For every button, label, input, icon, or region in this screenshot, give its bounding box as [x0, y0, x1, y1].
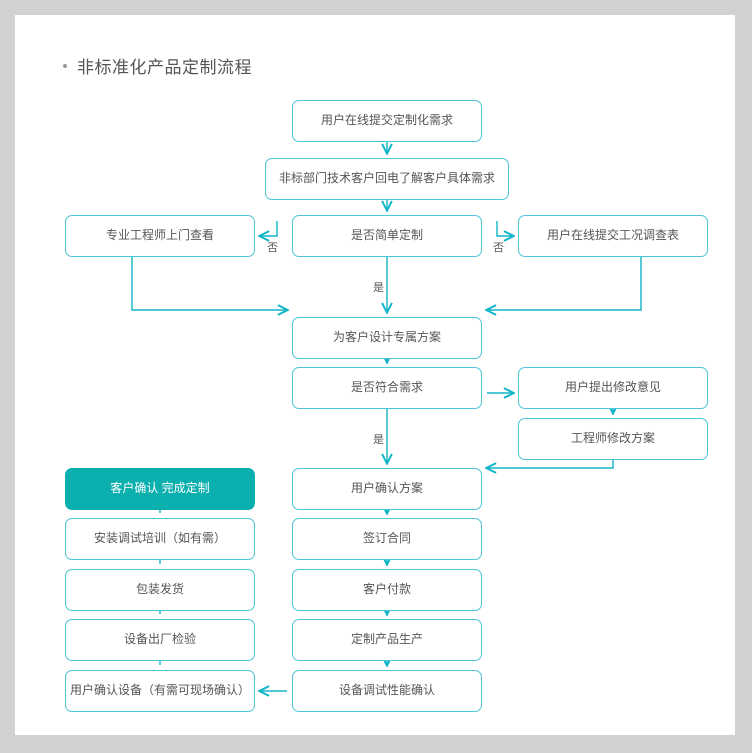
flow-node-n3[interactable]: 专业工程师上门查看: [65, 215, 255, 257]
page-title-text: 非标准化产品定制流程: [77, 58, 252, 77]
flow-node-n17[interactable]: 定制产品生产: [292, 619, 482, 661]
flow-node-n18[interactable]: 用户确认设备（有需可现场确认）: [65, 670, 255, 712]
edge-n4-n3: [260, 221, 278, 236]
flow-node-n13[interactable]: 签订合同: [292, 518, 482, 560]
flow-node-n8[interactable]: 用户提出修改意见: [518, 367, 708, 409]
flow-node-n15[interactable]: 客户付款: [292, 569, 482, 611]
flow-node-n12[interactable]: 安装调试培训（如有需）: [65, 518, 255, 560]
edge-label-e-no-left: 否: [267, 242, 278, 254]
edge-label-e-no-right: 否: [493, 242, 504, 254]
flow-node-n16[interactable]: 设备出厂检验: [65, 619, 255, 661]
page-title: 非标准化产品定制流程: [63, 53, 252, 78]
flow-node-n5[interactable]: 用户在线提交工况调查表: [518, 215, 708, 257]
flow-node-n14[interactable]: 包装发货: [65, 569, 255, 611]
flow-node-n10[interactable]: 客户确认 完成定制: [65, 468, 255, 510]
flow-node-n4[interactable]: 是否简单定制: [292, 215, 482, 257]
flow-node-n2[interactable]: 非标部门技术客户回电了解客户具体需求: [265, 158, 509, 200]
document-canvas: 非标准化产品定制流程: [15, 15, 735, 735]
bullet-dot-icon: [63, 63, 67, 68]
edge-n4-n5: [496, 221, 513, 236]
flow-node-n7[interactable]: 是否符合需求: [292, 367, 482, 409]
flow-node-n11[interactable]: 用户确认方案: [292, 468, 482, 510]
flow-node-n1[interactable]: 用户在线提交定制化需求: [292, 100, 482, 142]
flow-node-n9[interactable]: 工程师修改方案: [518, 418, 708, 460]
edge-label-e-yes-2: 是: [373, 434, 384, 446]
flow-node-n6[interactable]: 为客户设计专属方案: [292, 317, 482, 359]
flow-node-n19[interactable]: 设备调试性能确认: [292, 670, 482, 712]
edge-label-e-yes-1: 是: [373, 282, 384, 294]
